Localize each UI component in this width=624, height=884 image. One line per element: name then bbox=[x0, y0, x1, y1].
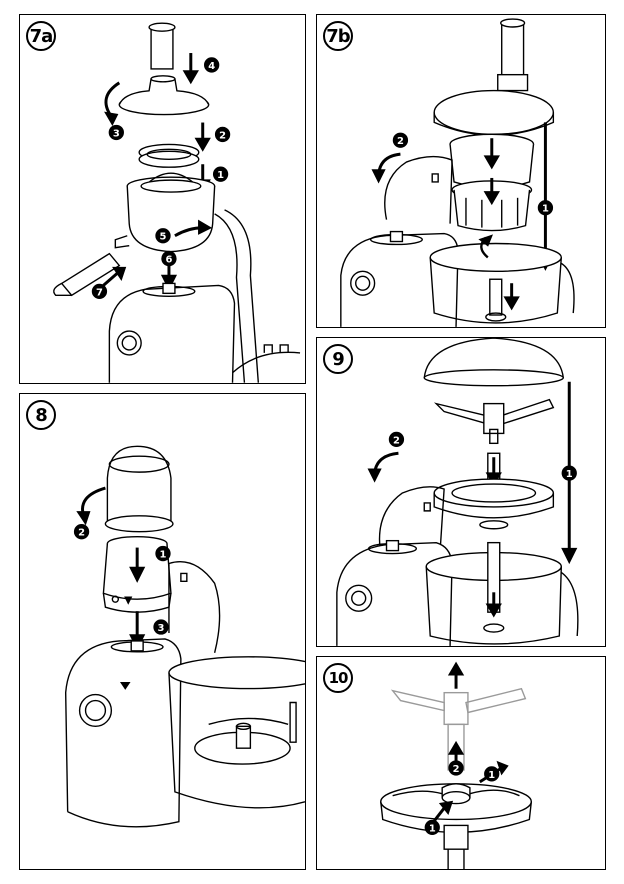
lid bbox=[424, 338, 563, 386]
slicer-disc bbox=[434, 479, 553, 529]
step-label-9: 9 bbox=[323, 344, 353, 374]
blade bbox=[436, 400, 553, 444]
panel-7b: 7b 1 bbox=[316, 14, 606, 328]
svg-text:1: 1 bbox=[429, 823, 436, 834]
pusher bbox=[149, 23, 175, 69]
filter-ring bbox=[139, 144, 199, 167]
svg-text:7: 7 bbox=[96, 287, 103, 298]
machine-base bbox=[66, 639, 181, 827]
open-cover bbox=[385, 157, 452, 224]
lid bbox=[119, 76, 208, 115]
svg-text:2: 2 bbox=[397, 136, 404, 147]
arrow-1-icon: 1 bbox=[562, 382, 576, 563]
arrow-2-icon: 2 bbox=[196, 123, 230, 151]
diagram-7b: 1 2 bbox=[317, 15, 605, 327]
slicer-disc bbox=[381, 784, 532, 869]
spout bbox=[54, 254, 120, 296]
feed-tube bbox=[498, 19, 528, 91]
diagram-7a: 4 3 2 bbox=[20, 15, 305, 383]
arrow-2-icon: 2 bbox=[369, 432, 404, 481]
svg-text:5: 5 bbox=[160, 232, 167, 243]
mill-lid bbox=[105, 446, 173, 531]
svg-text:2: 2 bbox=[219, 130, 226, 141]
step-label-10: 10 bbox=[323, 663, 353, 693]
svg-text:1: 1 bbox=[488, 770, 495, 781]
open-cover bbox=[169, 562, 220, 653]
arrow-2-icon: 2 bbox=[373, 133, 408, 182]
svg-text:1: 1 bbox=[542, 204, 549, 215]
svg-text:1: 1 bbox=[160, 550, 167, 561]
machine-base bbox=[337, 541, 452, 646]
arrow-2-icon: 2 bbox=[75, 488, 106, 539]
svg-text:3: 3 bbox=[113, 128, 120, 139]
svg-text:2: 2 bbox=[453, 764, 460, 775]
svg-text:1: 1 bbox=[566, 469, 573, 480]
step-label-7a: 7a bbox=[26, 21, 56, 51]
panel-9: 9 1 bbox=[316, 337, 606, 647]
arrow-1-right-icon: 1 bbox=[480, 762, 508, 782]
svg-text:1: 1 bbox=[217, 170, 224, 181]
diagram-9: 1 2 bbox=[317, 338, 605, 646]
svg-text:2: 2 bbox=[393, 435, 400, 446]
svg-text:6: 6 bbox=[166, 255, 173, 266]
machine-base bbox=[341, 232, 458, 327]
rotate-arrow-3-icon: 3 bbox=[105, 83, 123, 140]
lid bbox=[434, 91, 553, 136]
arrow-up-icon bbox=[449, 663, 463, 768]
svg-text:4: 4 bbox=[208, 61, 215, 72]
panel-8: 8 2 1 bbox=[19, 393, 306, 870]
panel-10: 10 2 bbox=[316, 656, 606, 870]
svg-text:3: 3 bbox=[158, 623, 165, 634]
diagram-8: 2 1 3 bbox=[20, 394, 305, 869]
svg-text:2: 2 bbox=[78, 528, 85, 539]
step-label-7b: 7b bbox=[323, 21, 353, 51]
panel-7a: 7a 4 3 2 bbox=[19, 14, 306, 384]
step-label-8: 8 bbox=[26, 400, 56, 430]
arrow-2-icon: 2 bbox=[449, 761, 463, 775]
arrow-4-icon: 4 bbox=[184, 53, 219, 83]
blade-ghost bbox=[393, 689, 526, 770]
bowl bbox=[169, 657, 305, 808]
diagram-10: 2 1 1 bbox=[317, 657, 605, 869]
